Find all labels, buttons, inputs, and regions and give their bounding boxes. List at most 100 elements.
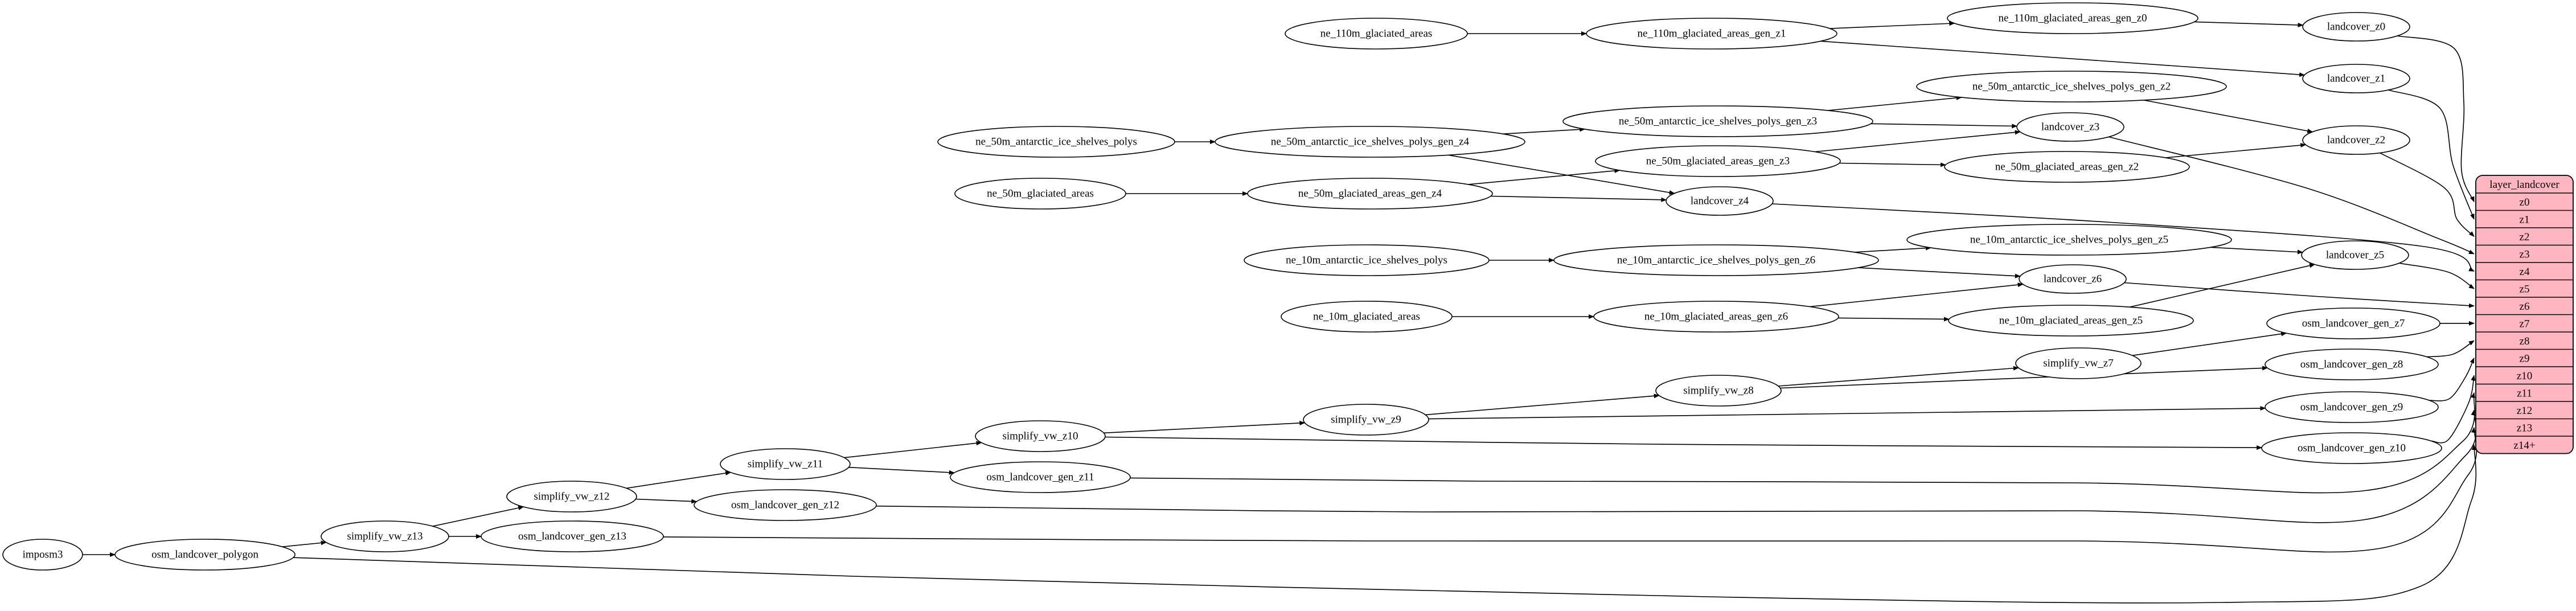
osm_landcover_polygon-label: osm_landcover_polygon [151, 549, 259, 561]
imposm3-label: imposm3 [23, 549, 63, 561]
graph-node-ne_110m_glaciated_areas_gen_z1: ne_110m_glaciated_areas_gen_z1 [1586, 18, 1837, 50]
table-row-z3: z3 [2520, 248, 2530, 260]
graph-node-ne_110m_glaciated_areas_gen_z0: ne_110m_glaciated_areas_gen_z0 [1947, 2, 2198, 34]
graph-node-ne_10m_antarctic_ice_shelves_polys_gen_z6: ne_10m_antarctic_ice_shelves_polys_gen_z… [1553, 244, 1879, 276]
edge-ne_50m_antarctic_ice_shelves_polys_gen_z3-to-landcover_z3 [1871, 123, 2018, 129]
simplify_vw_z9-ellipse [1303, 404, 1429, 436]
edge-ne_50m_glaciated_areas_gen_z2-to-landcover_z2 [2165, 143, 2307, 158]
graph-node-ne_10m_antarctic_ice_shelves_polys_gen_z5: ne_10m_antarctic_ice_shelves_polys_gen_z… [1906, 224, 2232, 256]
graph-node-landcover_z4: landcover_z4 [1666, 186, 1774, 216]
ne_50m_glaciated_areas_gen_z2-ellipse [1944, 151, 2190, 183]
edge-osm_landcover_gen_z12-to-row-z12 [876, 409, 2477, 523]
osm_landcover_gen_z10-label: osm_landcover_gen_z10 [2298, 442, 2406, 454]
landcover_z6-ellipse [2019, 264, 2127, 294]
edge-ne_50m_antarctic_ice_shelves_polys_gen_z4-to-ne_50m_antarctic_ice_shelves_polys_gen_z3 [1503, 127, 1586, 134]
graph-node-ne_50m_antarctic_ice_shelves_polys_gen_z4: ne_50m_antarctic_ice_shelves_polys_gen_z… [1215, 126, 1525, 158]
edge-landcover_z3-to-row-z3 [2109, 136, 2475, 255]
graph-node-osm_landcover_gen_z9: osm_landcover_gen_z9 [2265, 391, 2439, 423]
edge-simplify_vw_z9-to-osm_landcover_gen_z9 [1428, 406, 2266, 420]
edge-simplify_vw_z11-to-osm_landcover_gen_z11 [848, 466, 955, 475]
graph-node-osm_landcover_gen_z10: osm_landcover_gen_z10 [2261, 432, 2442, 464]
simplify_vw_z13-label: simplify_vw_z13 [347, 531, 423, 543]
osm_landcover_gen_z9-label: osm_landcover_gen_z9 [2300, 401, 2403, 413]
edge-simplify_vw_z8-to-simplify_vw_z7 [1778, 366, 2019, 387]
graph-node-imposm3: imposm3 [2, 539, 83, 571]
edge-landcover_z2-to-row-z2 [2380, 152, 2475, 237]
graph-node-ne_10m_glaciated_areas: ne_10m_glaciated_areas [1281, 301, 1453, 333]
graph-node-ne_10m_glaciated_areas_gen_z5: ne_10m_glaciated_areas_gen_z5 [1948, 305, 2194, 337]
simplify_vw_z13-ellipse [321, 520, 449, 552]
landcover_z4-ellipse [1666, 186, 1774, 216]
table-row-z8: z8 [2520, 335, 2530, 347]
landcover_z3-label: landcover_z3 [2041, 121, 2099, 133]
graph-node-ne_50m_antarctic_ice_shelves_polys: ne_50m_antarctic_ice_shelves_polys [937, 126, 1175, 158]
edge-ne_50m_glaciated_areas_gen_z4-to-ne_50m_glaciated_areas_gen_z3 [1468, 168, 1621, 185]
edge-landcover_z6-to-row-z6 [2124, 282, 2475, 308]
graph-node-landcover_z0: landcover_z0 [2302, 12, 2410, 42]
edge-landcover_z5-to-row-z5 [2399, 263, 2475, 289]
ne_50m_antarctic_ice_shelves_polys_gen_z4-ellipse [1215, 126, 1525, 158]
table-title: layer_landcover [2489, 179, 2559, 191]
edge-ne_10m_antarctic_ice_shelves_polys_gen_z6-to-landcover_z6 [1857, 267, 2021, 278]
osm_landcover_gen_z8-label: osm_landcover_gen_z8 [2300, 359, 2403, 371]
ne_50m_antarctic_ice_shelves_polys-label: ne_50m_antarctic_ice_shelves_polys [975, 136, 1137, 148]
ne_10m_antarctic_ice_shelves_polys_gen_z6-label: ne_10m_antarctic_ice_shelves_polys_gen_z… [1617, 255, 1815, 266]
table-layer-landcover: layer_landcoverz0z1z2z3z4z5z6z7z8z9z10z1… [2475, 175, 2574, 454]
graph-node-osm_landcover_gen_z7: osm_landcover_gen_z7 [2266, 307, 2440, 339]
graph-node-ne_50m_antarctic_ice_shelves_polys_gen_z2: ne_50m_antarctic_ice_shelves_polys_gen_z… [1916, 71, 2227, 102]
edge-simplify_vw_z10-to-osm_landcover_gen_z10 [1105, 436, 2263, 450]
simplify_vw_z10-ellipse [975, 420, 1106, 452]
ne_110m_glaciated_areas_gen_z0-label: ne_110m_glaciated_areas_gen_z0 [1999, 13, 2147, 24]
table-row-z6: z6 [2520, 301, 2530, 313]
simplify_vw_z11-ellipse [720, 448, 851, 480]
landcover_z0-label: landcover_z0 [2327, 21, 2385, 33]
edge-simplify_vw_z13-to-simplify_vw_z12 [432, 506, 524, 527]
graph-node-osm_landcover_gen_z8: osm_landcover_gen_z8 [2265, 348, 2439, 380]
graph-node-osm_landcover_polygon: osm_landcover_polygon [114, 539, 296, 571]
table-row-z11: z11 [2517, 387, 2532, 399]
landcover_z2-ellipse [2302, 125, 2410, 155]
landcover_z6-label: landcover_z6 [2044, 273, 2102, 285]
table-row-z14+: z14+ [2513, 440, 2535, 452]
ne_10m_antarctic_ice_shelves_polys-label: ne_10m_antarctic_ice_shelves_polys [1286, 255, 1447, 266]
ne_10m_antarctic_ice_shelves_polys_gen_z6-ellipse [1553, 244, 1879, 276]
graph-node-ne_50m_glaciated_areas_gen_z4: ne_50m_glaciated_areas_gen_z4 [1247, 178, 1493, 210]
edge-simplify_vw_z10-to-simplify_vw_z9 [1104, 420, 1306, 434]
edge-ne_50m_antarctic_ice_shelves_polys_gen_z3-to-ne_50m_antarctic_ice_shelves_polys_gen_z2 [1828, 95, 1962, 111]
ne_50m_glaciated_areas_gen_z2-label: ne_50m_glaciated_areas_gen_z2 [1995, 161, 2139, 173]
simplify_vw_z7-ellipse [2015, 347, 2142, 379]
ne_50m_glaciated_areas-ellipse [954, 178, 1126, 210]
ne_10m_glaciated_areas_gen_z6-ellipse [1593, 301, 1839, 333]
graph-node-simplify_vw_z11: simplify_vw_z11 [720, 448, 851, 480]
landcover_z5-label: landcover_z5 [2326, 249, 2384, 261]
ne_10m_glaciated_areas_gen_z5-ellipse [1948, 305, 2194, 337]
ne_110m_glaciated_areas_gen_z1-ellipse [1586, 18, 1837, 50]
landcover_z5-ellipse [2301, 240, 2409, 270]
graph-node-simplify_vw_z8: simplify_vw_z8 [1655, 375, 1782, 407]
graph-node-ne_110m_glaciated_areas: ne_110m_glaciated_areas [1285, 18, 1468, 50]
edge-osm_landcover_polygon-to-simplify_vw_z13 [282, 540, 327, 547]
ne_110m_glaciated_areas_gen_z0-ellipse [1947, 2, 2198, 34]
table-row-z1: z1 [2520, 214, 2530, 225]
graph-node-osm_landcover_gen_z12: osm_landcover_gen_z12 [694, 489, 877, 521]
edge-simplify_vw_z12-to-simplify_vw_z11 [626, 470, 732, 489]
ne_50m_glaciated_areas-label: ne_50m_glaciated_areas [987, 188, 1094, 200]
ne_110m_glaciated_areas_gen_z1-label: ne_110m_glaciated_areas_gen_z1 [1638, 28, 1786, 40]
osm_landcover_gen_z13-label: osm_landcover_gen_z13 [518, 531, 626, 543]
ne_10m_antarctic_ice_shelves_polys-ellipse [1244, 244, 1490, 276]
simplify_vw_z8-ellipse [1655, 375, 1782, 407]
edge-ne_50m_glaciated_areas_gen_z3-to-landcover_z3 [1815, 130, 2021, 153]
edge-ne_110m_glaciated_areas_gen_z1-to-ne_110m_glaciated_areas_gen_z0 [1830, 21, 1955, 29]
ne_110m_glaciated_areas-ellipse [1285, 18, 1468, 50]
edge-ne_10m_glaciated_areas_gen_z5-to-landcover_z5 [2129, 263, 2315, 308]
ne_50m_glaciated_areas_gen_z4-ellipse [1247, 178, 1493, 210]
ne_50m_glaciated_areas_gen_z4-label: ne_50m_glaciated_areas_gen_z4 [1298, 188, 1442, 200]
graph-node-simplify_vw_z12: simplify_vw_z12 [506, 481, 637, 512]
edge-osm_landcover_gen_z8-to-row-z8 [2427, 340, 2475, 358]
simplify_vw_z7-label: simplify_vw_z7 [2043, 358, 2114, 370]
edge-ne_50m_antarctic_ice_shelves_polys_gen_z2-to-landcover_z2 [2143, 100, 2314, 133]
graph-node-simplify_vw_z10: simplify_vw_z10 [975, 420, 1106, 452]
table-row-z10: z10 [2517, 370, 2532, 382]
